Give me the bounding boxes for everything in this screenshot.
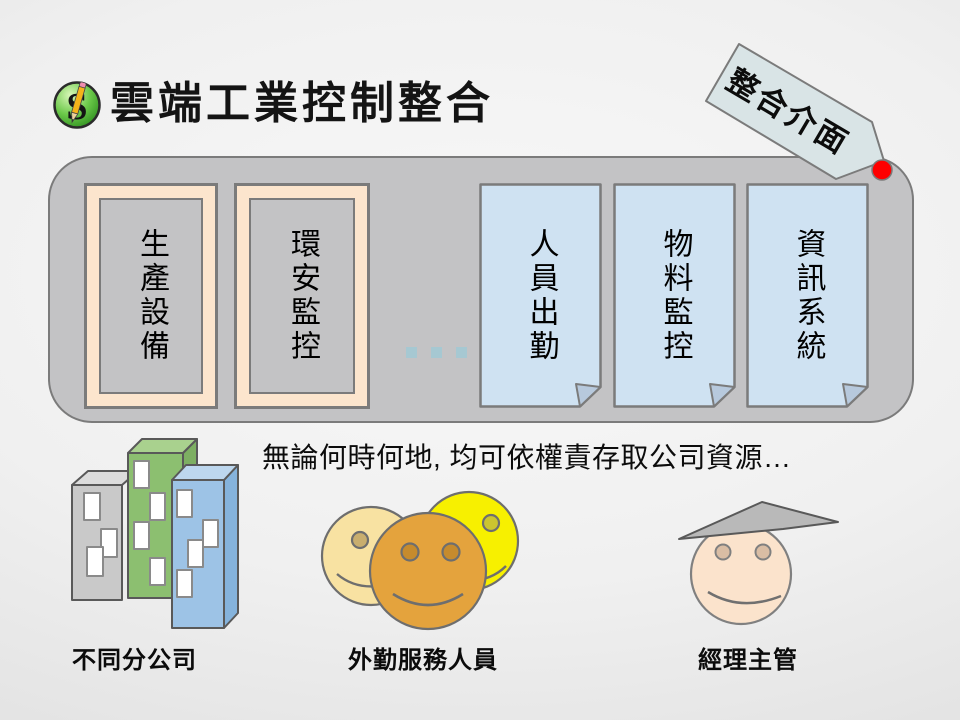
framed-box-inner: 生產設備 xyxy=(99,198,203,394)
document-box-attendance: 人員出勤 xyxy=(479,183,602,408)
slide-title: 雲端工業控制整合 xyxy=(110,79,494,128)
label-field-staff: 外勤服務人員 xyxy=(348,647,498,674)
document-box-label: 人員出勤 xyxy=(524,227,558,364)
document-box-label: 物料監控 xyxy=(658,227,692,364)
folded-document-icon xyxy=(746,183,869,408)
office-buildings-icon xyxy=(71,438,239,629)
dollar-pencil-icon: S xyxy=(53,81,101,129)
document-box-it: 資訊系統 xyxy=(746,183,869,408)
framed-box-label: 生產設備 xyxy=(135,228,168,364)
document-box-label: 資訊系統 xyxy=(791,227,825,364)
integration-panel: 生產設備 環安監控 人員出勤 物料監控 xyxy=(48,156,914,423)
ellipsis-dots-icon xyxy=(406,347,467,358)
folded-document-icon xyxy=(613,183,736,408)
manager-face-icon xyxy=(678,501,839,626)
framed-box-inner: 環安監控 xyxy=(249,198,355,394)
framed-box-label: 環安監控 xyxy=(286,228,319,364)
label-branch-offices: 不同分公司 xyxy=(72,647,197,674)
label-managers: 經理主管 xyxy=(698,647,798,674)
framed-box-ehs: 環安監控 xyxy=(234,183,370,409)
folded-document-icon xyxy=(479,183,602,408)
smiley-group-icon xyxy=(320,490,520,631)
corner-tag: 整合介面 xyxy=(705,43,893,181)
hat-icon xyxy=(678,501,839,540)
framed-box-production: 生產設備 xyxy=(84,183,218,409)
red-dot-icon xyxy=(871,159,893,181)
document-box-materials: 物料監控 xyxy=(613,183,736,408)
caption: 無論何時何地, 均可依權責存取公司資源… xyxy=(262,442,792,473)
